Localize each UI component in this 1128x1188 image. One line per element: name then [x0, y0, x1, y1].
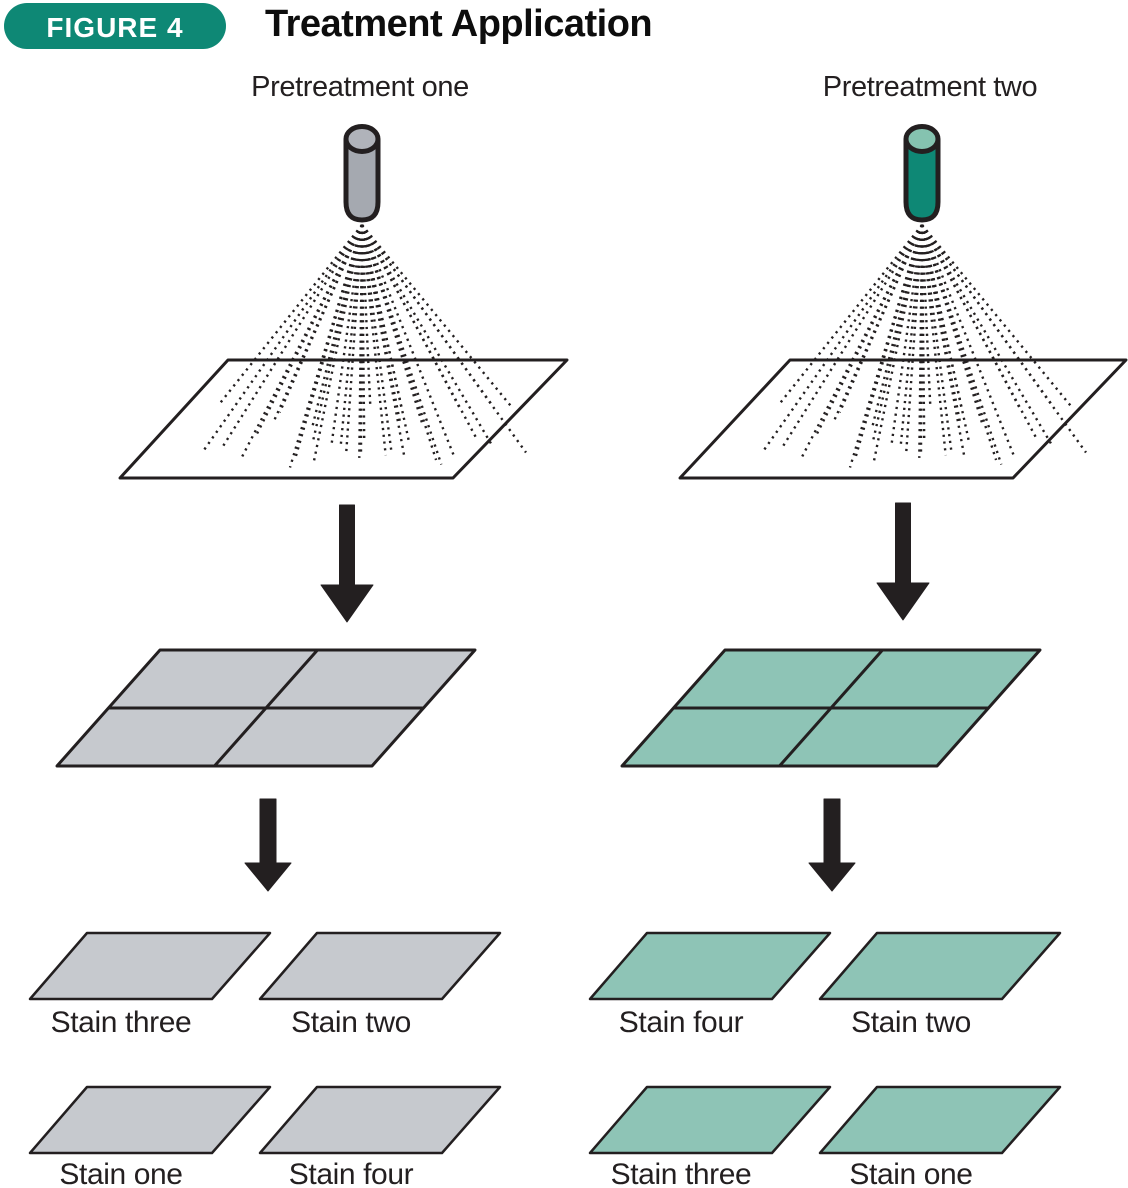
spray-dotted-line [777, 224, 923, 406]
spray-dotted-line [920, 224, 1003, 465]
stain-swatch [258, 1085, 502, 1155]
spray-dotted-line [872, 224, 924, 441]
spray-dotted-line [203, 224, 363, 451]
spray-dotted-line [240, 224, 364, 458]
spray-dotted-line [312, 224, 364, 441]
arrow-down-icon [244, 798, 292, 892]
stain-swatch [28, 931, 272, 1001]
spray-dotted-line [345, 224, 364, 454]
spray-dotted-line [920, 224, 966, 459]
spray-dotted-line [800, 224, 924, 458]
stain-label: Stain two [291, 1006, 411, 1039]
spray-dotted-line [868, 224, 924, 409]
spray-dotted-line [308, 224, 364, 409]
spray-dotted-line [360, 224, 492, 445]
stain-label: Stain three [51, 1006, 192, 1039]
figure-header: FIGURE 4 Treatment Application [4, 3, 653, 49]
spray-dotted-line [360, 224, 443, 465]
spray-dotted-line [221, 224, 364, 448]
spray-dotted-line [360, 224, 387, 456]
pretreatment-one-label: Pretreatment one [251, 71, 469, 103]
spray-dotted-line [905, 224, 924, 454]
spray-dotted-line [815, 224, 924, 436]
stain-label: Stain one [59, 1158, 182, 1188]
spray-can-one-top [343, 124, 381, 154]
spray-dotted-line [360, 224, 372, 405]
sprayed-sheet-one [118, 358, 569, 480]
spray-can-two-icon [903, 124, 941, 223]
stain-swatch [28, 1085, 272, 1155]
spray-mist-two-icon [763, 224, 1087, 468]
arrow-down-icon [876, 502, 930, 621]
spray-dotted-line [848, 224, 924, 468]
pretreatment-two-column: Pretreatment two Stain four Stain two St… [588, 71, 1128, 1188]
figure-badge-label: FIGURE 4 [46, 12, 183, 43]
stain-label: Stain three [611, 1158, 752, 1188]
sprayed-sheet-two [678, 358, 1128, 480]
divided-sheet-two [620, 648, 1042, 768]
spray-dotted-line [330, 224, 364, 443]
spray-dotted-line [273, 224, 364, 420]
spray-can-two-body [903, 137, 941, 223]
spray-dotted-line [360, 224, 455, 457]
spray-dotted-line [890, 224, 924, 443]
spray-dotted-line [920, 224, 1052, 445]
spray-dotted-line [920, 224, 947, 456]
divided-sheet-one [55, 648, 477, 768]
spray-dotted-line [288, 224, 364, 468]
stain-swatch [588, 1085, 832, 1155]
stain-swatch [588, 931, 832, 1001]
stain-label: Stain four [619, 1006, 744, 1039]
spray-can-two-top [903, 124, 941, 154]
spray-dotted-line [255, 224, 364, 436]
stain-label: Stain two [851, 1006, 971, 1039]
spray-dotted-line [781, 224, 924, 448]
stain-swatch [818, 931, 1062, 1001]
arrow-down-icon [808, 798, 856, 892]
spray-dotted-line [360, 224, 406, 459]
spray-dotted-line [217, 224, 363, 406]
spray-dotted-line [763, 224, 923, 451]
spray-dotted-line [920, 224, 1015, 457]
pretreatment-one-column: Pretreatment one Stain three Stain two S… [28, 71, 569, 1188]
stain-swatch [818, 1085, 1062, 1155]
spray-dotted-line [920, 224, 932, 405]
stain-label: Stain four [289, 1158, 414, 1188]
arrow-down-icon [320, 504, 374, 623]
figure-title: Treatment Application [265, 3, 652, 45]
spray-dotted-line [339, 224, 364, 445]
figure-badge [4, 3, 226, 49]
divider-line [213, 649, 319, 767]
stain-label: Stain one [849, 1158, 972, 1188]
pretreatment-two-label: Pretreatment two [823, 71, 1037, 103]
spray-can-one-body [343, 137, 381, 223]
stain-swatch [258, 931, 502, 1001]
divider-line [778, 649, 884, 767]
spray-dotted-line [899, 224, 924, 445]
spray-can-one-icon [343, 124, 381, 223]
spray-dotted-line [833, 224, 924, 420]
spray-mist-one-icon [203, 224, 527, 468]
